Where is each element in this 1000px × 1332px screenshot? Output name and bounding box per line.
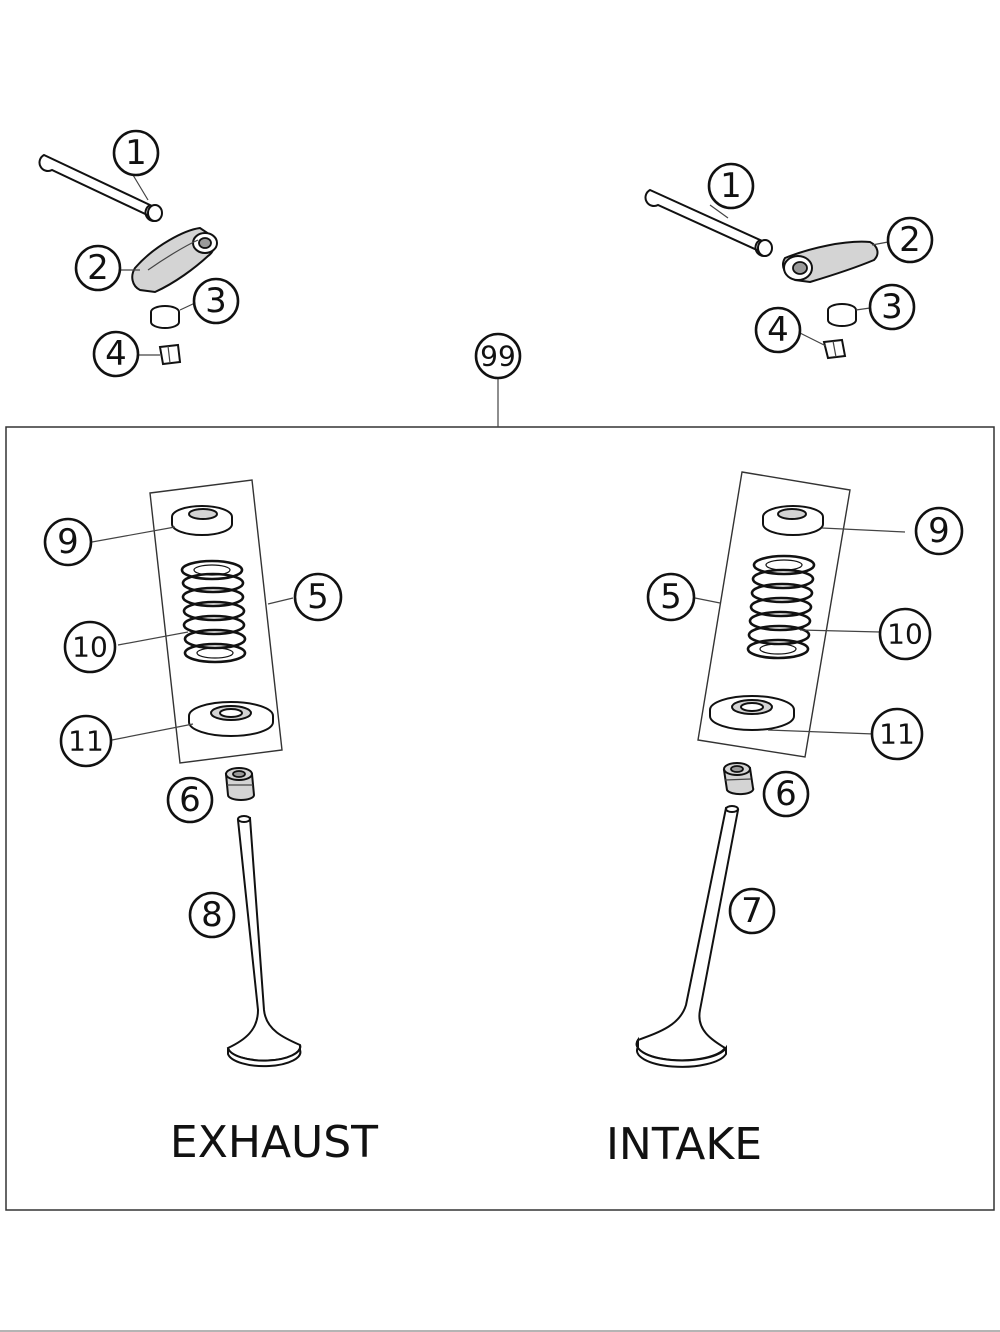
exhaust-valve xyxy=(226,815,302,1068)
svg-text:3: 3 xyxy=(881,287,903,327)
svg-text:7: 7 xyxy=(741,891,763,931)
callout-exhaust-spring: 10 xyxy=(63,620,117,674)
exhaust-lower-seat xyxy=(188,701,274,737)
svg-text:2: 2 xyxy=(87,248,109,288)
exhaust-spring-kit-box xyxy=(149,479,283,764)
assembly-frame xyxy=(5,426,995,1211)
svg-text:99: 99 xyxy=(480,340,516,373)
svg-text:3: 3 xyxy=(205,281,227,321)
callout-exhaust-spring-kit: 5 xyxy=(293,572,343,622)
callout-intake-collet: 4 xyxy=(754,306,802,354)
callout-exhaust-pin: 1 xyxy=(112,129,160,177)
callout-exhaust-upper-retainer: 9 xyxy=(43,517,93,567)
exhaust-upper-retainer xyxy=(171,505,233,536)
callout-intake-valve: 7 xyxy=(728,887,776,935)
svg-text:5: 5 xyxy=(660,577,682,617)
svg-text:1: 1 xyxy=(125,133,147,173)
svg-text:4: 4 xyxy=(105,334,127,374)
svg-text:11: 11 xyxy=(879,718,915,751)
exhaust-spring xyxy=(180,559,247,664)
svg-text:9: 9 xyxy=(57,522,79,562)
intake-spring-kit-box xyxy=(697,471,851,758)
callout-intake-seal: 6 xyxy=(762,770,810,818)
callout-assembly: 99 xyxy=(474,332,522,380)
svg-text:6: 6 xyxy=(179,780,201,820)
exhaust-cap xyxy=(150,305,180,329)
svg-text:1: 1 xyxy=(720,166,742,206)
svg-text:6: 6 xyxy=(775,774,797,814)
svg-text:10: 10 xyxy=(887,618,923,651)
svg-text:10: 10 xyxy=(72,631,108,664)
callout-intake-upper-retainer: 9 xyxy=(914,506,964,556)
callout-exhaust-collet: 4 xyxy=(92,330,140,378)
callout-exhaust-valve: 8 xyxy=(188,891,236,939)
svg-text:8: 8 xyxy=(201,895,223,935)
exhaust-collet xyxy=(158,343,182,366)
intake-valve xyxy=(635,805,740,1068)
svg-text:4: 4 xyxy=(767,310,789,350)
svg-text:11: 11 xyxy=(68,725,104,758)
callout-exhaust-cap: 3 xyxy=(192,277,240,325)
svg-text:5: 5 xyxy=(307,577,329,617)
exhaust-rocker-arm xyxy=(131,226,218,294)
exhaust-label: EXHAUST xyxy=(170,1117,378,1168)
intake-seal xyxy=(722,762,755,796)
exhaust-seal xyxy=(224,767,256,801)
intake-collet xyxy=(822,338,847,360)
callout-intake-pin: 1 xyxy=(707,162,755,210)
intake-upper-retainer xyxy=(762,505,824,536)
intake-lower-seat xyxy=(709,695,795,731)
callout-intake-spring: 10 xyxy=(878,607,932,661)
callout-exhaust-seal: 6 xyxy=(166,776,214,824)
intake-spring xyxy=(746,554,816,660)
callout-intake-rocker-arm: 2 xyxy=(886,216,934,264)
intake-rocker-arm xyxy=(782,240,879,284)
callout-intake-spring-kit: 5 xyxy=(646,572,696,622)
svg-text:9: 9 xyxy=(928,511,950,551)
callout-exhaust-rocker-arm: 2 xyxy=(74,244,122,292)
callout-intake-cap: 3 xyxy=(868,283,916,331)
exhaust-pin xyxy=(38,153,163,222)
intake-label: INTAKE xyxy=(606,1119,762,1170)
intake-pin xyxy=(644,188,773,257)
intake-cap xyxy=(827,303,857,327)
svg-text:2: 2 xyxy=(899,220,921,260)
callout-intake-lower-seat: 11 xyxy=(870,707,924,761)
callout-exhaust-lower-seat: 11 xyxy=(59,714,113,768)
